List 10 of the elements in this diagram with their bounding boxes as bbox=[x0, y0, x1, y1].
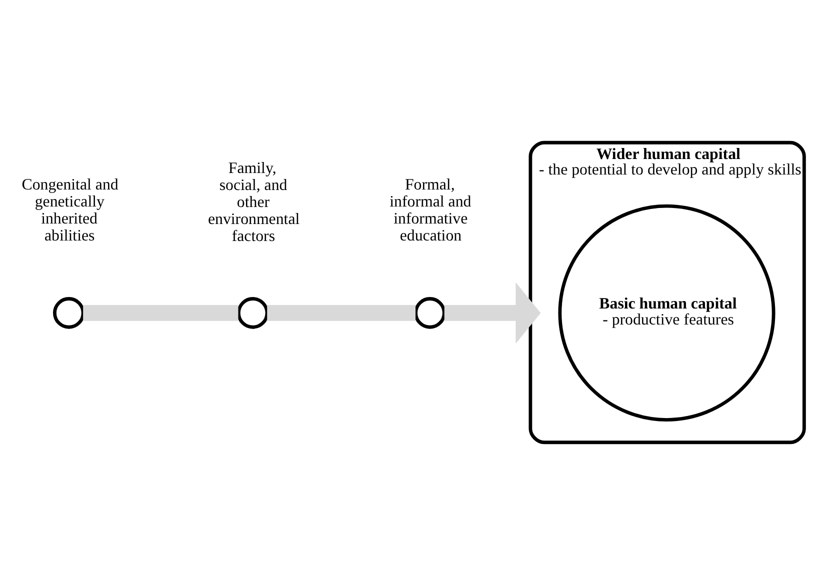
node-label: Congenital and genetically inherited abilities bbox=[22, 176, 118, 244]
arrow bbox=[444, 282, 541, 344]
node-circle bbox=[53, 296, 85, 328]
connector bbox=[267, 304, 416, 320]
connector bbox=[83, 304, 238, 320]
node-circle bbox=[414, 296, 446, 328]
node-circle bbox=[236, 296, 269, 328]
node-label: Formal, informal and informative education bbox=[390, 176, 472, 244]
node-label: Family, social, and other environmental factors bbox=[208, 159, 300, 245]
node-circle: Basic human capital - productive features bbox=[558, 204, 776, 421]
